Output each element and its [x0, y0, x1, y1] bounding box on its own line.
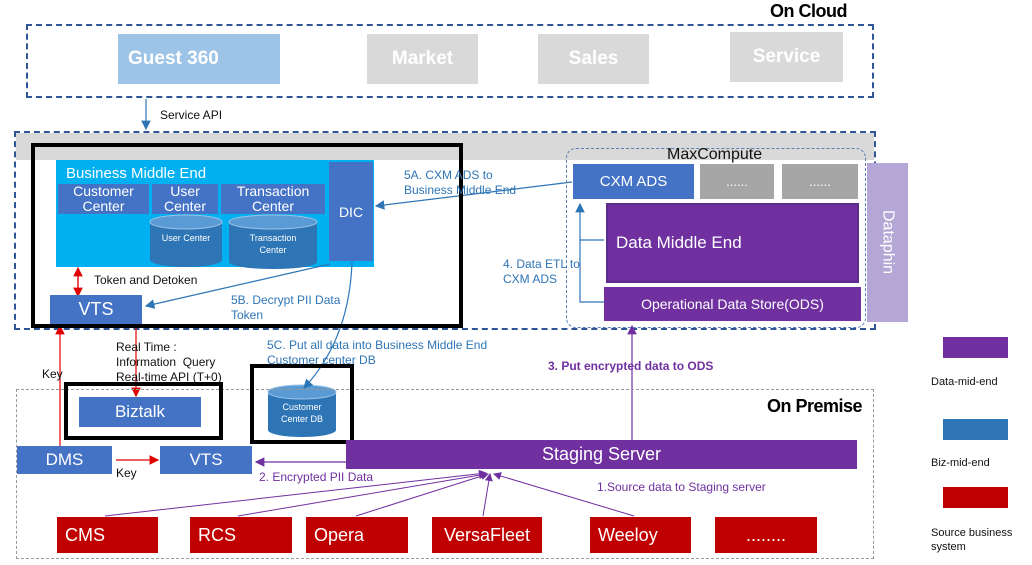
on-cloud-label: On Cloud [770, 1, 847, 21]
legend-swatch-data-mid-end [943, 337, 1008, 358]
label-realtime: Real Time : Information Query Real-time … [116, 340, 222, 384]
source-versafleet[interactable]: VersaFleet [432, 517, 542, 553]
staging-server-box[interactable]: Staging Server [346, 440, 857, 469]
customer-center-db-label: Customer Center DB [280, 402, 324, 424]
source-more: ........ [715, 517, 817, 553]
token-detoken-label: Token and Detoken [94, 273, 198, 287]
on-premise-label: On Premise [767, 396, 863, 416]
service-api-label: Service API [160, 108, 223, 122]
source-rcs[interactable]: RCS [190, 517, 292, 553]
legend-swatch-source [943, 487, 1008, 508]
premise-container [16, 389, 874, 559]
user-center-db-label: User Center [161, 233, 211, 243]
highlight-frame-biztalk [64, 382, 223, 440]
app-sales[interactable]: Sales [538, 34, 649, 84]
user-center-db-icon [149, 214, 223, 267]
source-cms[interactable]: CMS [57, 517, 158, 553]
label-5c: 5C. Put all data into Business Middle En… [267, 338, 488, 367]
label-3: 3. Put encrypted data to ODS [548, 359, 714, 373]
label-2: 2. Encrypted PII Data [259, 470, 374, 484]
transaction-center-db-icon [228, 214, 318, 269]
maxcompute-title: MaxCompute [667, 146, 763, 163]
dms-box[interactable]: DMS [17, 446, 112, 474]
legend-label-data-mid-end: Data-mid-end [931, 376, 998, 388]
legend-label-source: Source business system [931, 527, 1013, 553]
label-key-2: Key [116, 466, 137, 480]
maxcompute-dots-2: ...... [782, 164, 858, 199]
label-5a: 5A. CXM ADS to Business Middle End [404, 168, 517, 197]
customer-center[interactable]: Customer Center [58, 184, 149, 214]
cxm-ads-box[interactable]: CXM ADS [573, 164, 694, 199]
vts-cloud[interactable]: VTS [50, 295, 142, 324]
transaction-center-db-label: Transaction Center [249, 233, 297, 255]
vts-premise-box[interactable]: VTS [160, 446, 252, 474]
ods-box[interactable]: Operational Data Store(ODS) [604, 287, 861, 321]
app-service[interactable]: Service [730, 32, 843, 82]
customer-center-db-icon [267, 384, 337, 437]
dataphin-label: Dataphin [879, 210, 897, 275]
highlight-frame-cloud [31, 143, 463, 328]
label-key-1: Key [42, 367, 63, 381]
label-1: 1.Source data to Staging server [597, 480, 766, 494]
data-middle-end-box[interactable]: Data Middle End [606, 203, 859, 283]
cloud-apps-container [26, 24, 874, 98]
dataphin-box[interactable]: Dataphin [867, 163, 908, 322]
app-guest-360[interactable]: Guest 360 [118, 34, 280, 84]
biztalk-box[interactable]: Biztalk [79, 397, 201, 427]
legend-swatch-biz-mid-end [943, 419, 1008, 440]
transaction-center[interactable]: Transaction Center [221, 184, 325, 214]
app-market[interactable]: Market [367, 34, 478, 84]
business-middle-end-title: Business Middle End [66, 165, 207, 182]
source-weeloy[interactable]: Weeloy [590, 517, 691, 553]
legend-label-biz-mid-end: Biz-mid-end [931, 457, 990, 469]
maxcompute-container [566, 148, 866, 328]
user-center[interactable]: User Center [152, 184, 218, 214]
source-opera[interactable]: Opera [306, 517, 408, 553]
label-4: 4. Data ETL to CXM ADS [503, 257, 580, 286]
label-5b: 5B. Decrypt PII Data Token [231, 293, 341, 322]
highlight-frame-db [250, 364, 354, 444]
dic-box[interactable]: DIC [329, 162, 373, 261]
maxcompute-dots-1: ...... [700, 164, 774, 199]
